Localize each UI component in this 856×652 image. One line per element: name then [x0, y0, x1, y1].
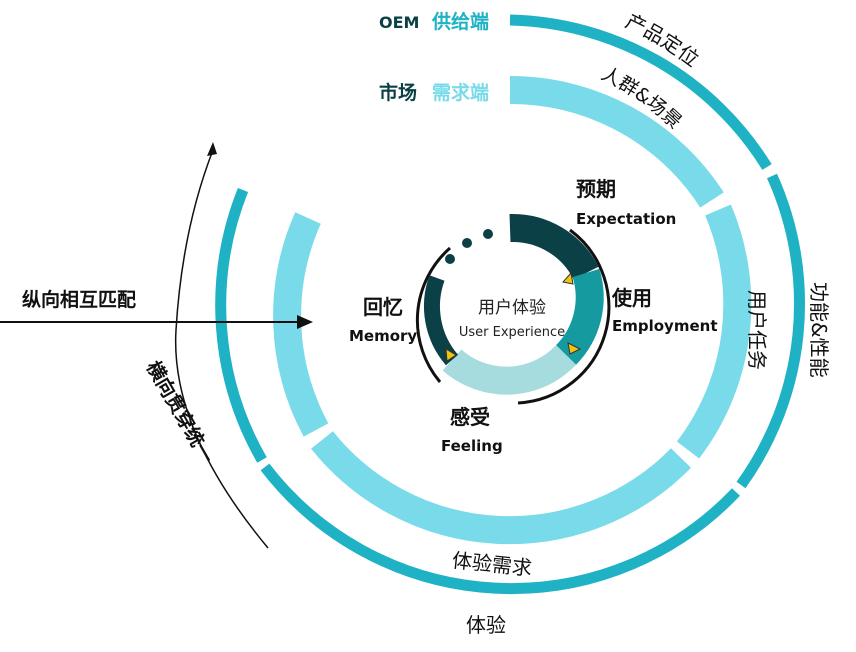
middle-ring-bottom-segment [311, 431, 691, 545]
outer-ring-right-segment [736, 173, 806, 489]
supply-label: 供给端 [431, 10, 489, 33]
triangle-arrow-icon [567, 342, 582, 355]
memory-segment [423, 275, 459, 366]
demand-prefix: 市场 [379, 81, 417, 104]
stage-memory-en: Memory [349, 327, 417, 345]
middle-bottom-label: 体验需求 [451, 548, 533, 580]
inner-outline-arc-left [415, 246, 451, 383]
stage-expectation-cn: 预期 [576, 177, 616, 201]
horizontal-axis-label: 横向贯穿统一 [142, 357, 219, 467]
supply-prefix: OEM [379, 13, 419, 32]
vertical-axis-label: 纵向相互匹配 [22, 288, 136, 311]
employment-segment [555, 268, 604, 365]
demand-label: 需求端 [432, 81, 489, 104]
center-title-en: User Experience [459, 325, 565, 340]
triangle-arrow-icon [445, 348, 457, 362]
inner-outline-arc-right [517, 228, 611, 405]
outer-ring-left-segment [215, 187, 267, 463]
triangle-arrow-icon [562, 271, 574, 285]
outer-right-label: 功能&性能 [807, 282, 831, 378]
stage-expectation-en: Expectation [576, 210, 676, 228]
stage-feeling-cn: 感受 [450, 405, 490, 429]
ellipsis-dot-2 [462, 238, 472, 248]
ellipsis-dot-1 [445, 254, 455, 264]
middle-ring-right-segment [676, 204, 752, 459]
ellipsis-dot-3 [483, 229, 493, 239]
expectation-segment [509, 213, 599, 280]
middle-ring-left-segment [273, 212, 329, 437]
middle-ring-top-segment [509, 75, 724, 208]
arrowhead-icon [297, 315, 313, 329]
horizontal-axis-curve [174, 149, 269, 549]
stage-employment-en: Employment [612, 317, 718, 335]
outer-bottom-label: 体验 [466, 613, 506, 637]
center-title-cn: 用户体验 [478, 298, 546, 318]
outer-ring-bottom-segment [260, 463, 740, 595]
stage-feeling-en: Feeling [441, 437, 503, 455]
arrowhead-icon [207, 142, 217, 156]
outer-ring-top-segment [509, 14, 772, 170]
feeling-segment [442, 345, 577, 395]
stage-employment-cn: 使用 [611, 286, 652, 310]
stage-memory-cn: 回忆 [363, 295, 403, 319]
middle-right-label: 用户任务 [745, 290, 769, 370]
